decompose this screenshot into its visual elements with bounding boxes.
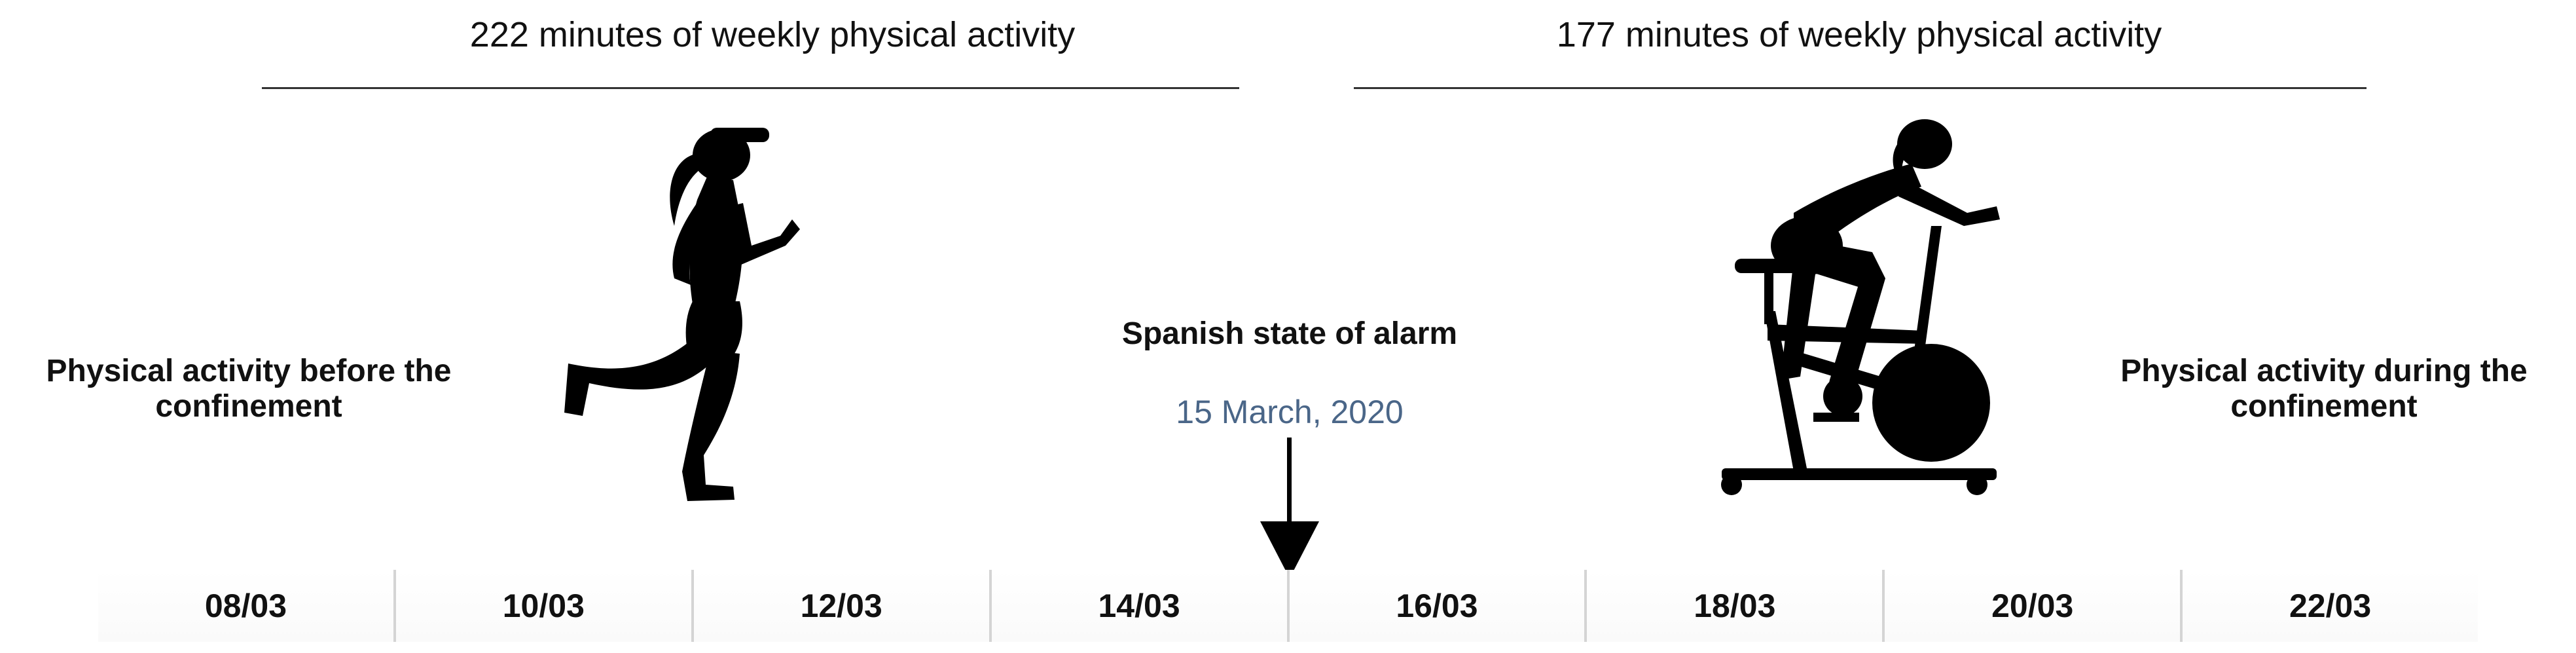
during-divider (1354, 87, 2367, 89)
timeline-date: 20/03 (1882, 570, 2180, 642)
before-label: Physical activity before the confinement (46, 354, 452, 424)
timeline: 08/03 10/03 12/03 14/03 16/03 18/03 20/0… (98, 570, 2478, 642)
before-divider (262, 87, 1239, 89)
timeline-date: 08/03 (204, 588, 287, 624)
timeline-date: 22/03 (2180, 570, 2478, 642)
down-arrow-icon (1260, 438, 1319, 578)
before-title: 222 minutes of weekly physical activity (469, 15, 1076, 54)
timeline-date: 10/03 (393, 570, 691, 642)
during-label: Physical activity during the confinement (2120, 354, 2528, 424)
runner-silhouette-icon (564, 128, 800, 501)
event-title: Spanish state of alarm (1121, 316, 1458, 351)
event-date: 15 March, 2020 (1176, 394, 1404, 430)
timeline-date: 16/03 (1286, 570, 1585, 642)
during-title: 177 minutes of weekly physical activity (1556, 15, 2162, 54)
timeline-date: 14/03 (989, 570, 1287, 642)
stationary-bike-rider-icon (1721, 119, 2000, 495)
timeline-date: 12/03 (691, 570, 989, 642)
timeline-date: 18/03 (1584, 570, 1882, 642)
